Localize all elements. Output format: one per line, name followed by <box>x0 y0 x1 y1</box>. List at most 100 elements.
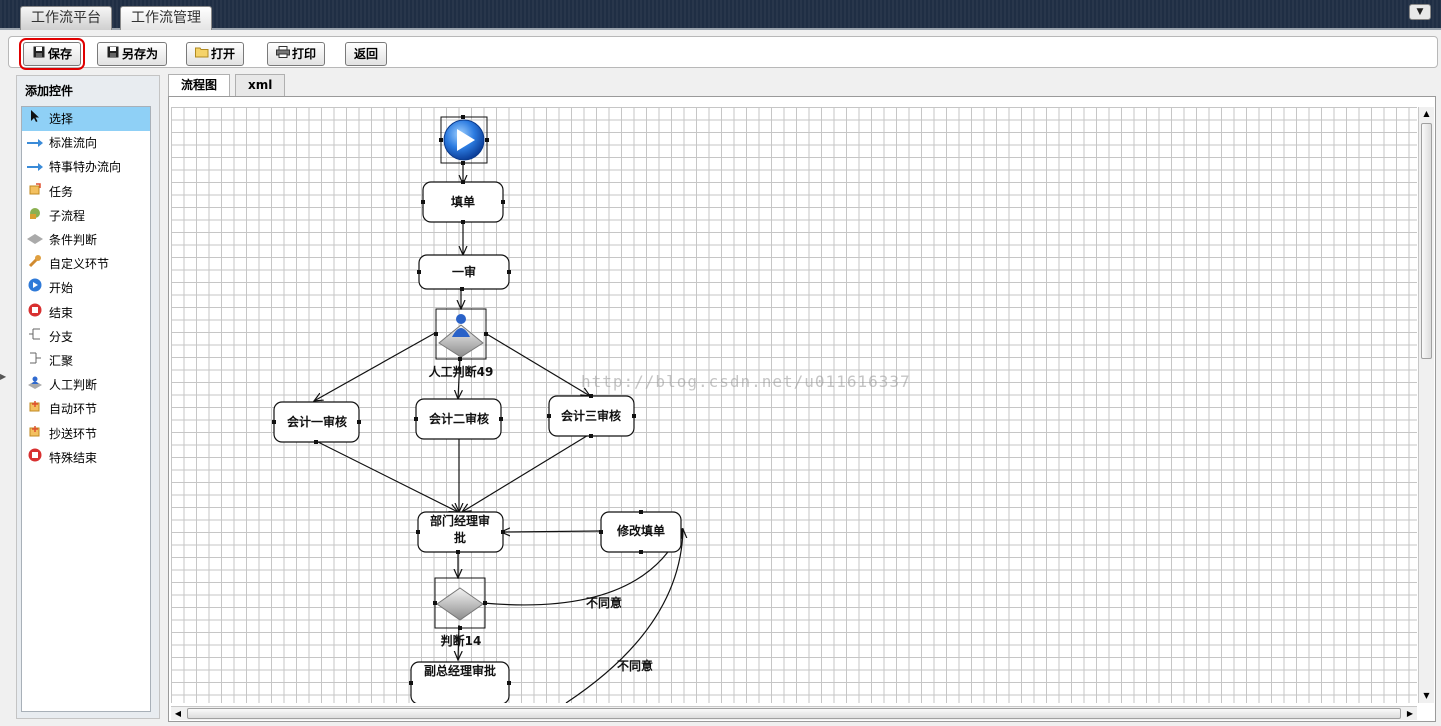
palette-item-label: 汇聚 <box>49 353 74 368</box>
horizontal-scroll-thumb[interactable] <box>187 708 1401 719</box>
palette-item-special-flow[interactable]: 特事特办流向 <box>22 155 150 179</box>
palette-item-fork[interactable]: 分支 <box>22 325 150 349</box>
subprocess-icon <box>26 204 44 228</box>
watermark: http://blog.csdn.net/u011616337 <box>581 372 911 391</box>
folder-icon <box>195 43 209 65</box>
node-label-accountant-3: 会计三审核 <box>561 408 621 423</box>
scroll-up-icon[interactable]: ▲ <box>1423 109 1430 118</box>
cursor-icon <box>26 107 44 131</box>
palette-item-cc-step[interactable]: 抄送环节 <box>22 421 150 445</box>
palette-title: 添加控件 <box>25 84 74 98</box>
palette-item-label: 自动环节 <box>49 402 98 417</box>
palette-item-label: 抄送环节 <box>49 426 98 441</box>
palette-item-label: 人工判断 <box>49 378 98 393</box>
arrow-right-icon <box>26 131 44 155</box>
palette-item-label: 特殊结束 <box>49 450 98 465</box>
cc-icon <box>26 422 44 446</box>
decision-node[interactable] <box>434 577 486 629</box>
scroll-left-icon[interactable]: ◀ <box>174 709 182 718</box>
edge-label-disagree-2: 不同意 <box>617 658 653 673</box>
task-icon <box>26 180 44 204</box>
print-label: 打印 <box>292 47 317 61</box>
palette-item-special-end[interactable]: 特殊结束 <box>22 446 150 470</box>
scroll-down-icon[interactable]: ▼ <box>1423 691 1430 700</box>
back-button[interactable]: 返回 <box>345 42 388 66</box>
floppy-disk-icon <box>106 43 120 65</box>
flow-edges <box>314 163 683 703</box>
node-label-first-review: 一审 <box>452 264 476 279</box>
save-button[interactable]: 保存 <box>18 38 86 70</box>
chevron-down-icon[interactable]: ▼ <box>1409 4 1431 20</box>
node-label-manual-decision: 人工判断49 <box>429 364 494 379</box>
play-icon <box>26 276 44 300</box>
save-as-label: 另存为 <box>122 47 159 61</box>
floppy-disk-icon <box>32 43 46 65</box>
node-handles <box>272 115 643 685</box>
node-label-decision: 判断14 <box>441 633 482 648</box>
palette-item-task[interactable]: 任务 <box>22 180 150 204</box>
vertical-scrollbar[interactable]: ▲ ▼ <box>1418 107 1434 703</box>
diamond-icon <box>26 228 44 252</box>
palette-item-condition[interactable]: 条件判断 <box>22 228 150 252</box>
flowchart-diagram: 填单 一审 人工判断49 会计一审核 会计二审核 会计三审核 部门经理审 批 修… <box>272 115 1417 703</box>
stop-icon <box>26 301 44 325</box>
palette-item-join[interactable]: 汇聚 <box>22 349 150 373</box>
palette-item-custom-step[interactable]: 自定义环节 <box>22 252 150 276</box>
node-label-accountant-2: 会计二审核 <box>429 411 489 426</box>
open-label: 打开 <box>211 47 236 61</box>
palette-item-label: 标准流向 <box>49 136 98 151</box>
palette-item-label: 自定义环节 <box>49 257 110 272</box>
start-node[interactable] <box>440 116 488 164</box>
open-button[interactable]: 打开 <box>186 42 245 66</box>
node-label-vice-manager: 副总经理审批 <box>424 663 496 678</box>
flowchart-canvas: 填单 一审 人工判断49 会计一审核 会计二审核 会计三审核 部门经理审 批 修… <box>168 96 1436 722</box>
print-button[interactable]: 打印 <box>267 42 326 66</box>
edge-label-disagree-1: 不同意 <box>586 595 622 610</box>
save-label: 保存 <box>48 47 73 61</box>
palette-item-label: 分支 <box>49 329 74 344</box>
node-label-dept-manager-2: 批 <box>454 530 466 545</box>
tab-workflow-management[interactable]: 工作流管理 <box>120 6 212 30</box>
stop-icon <box>26 446 44 470</box>
palette-item-label: 条件判断 <box>49 233 98 248</box>
arrow-right-icon <box>26 155 44 179</box>
collapse-handle-icon[interactable]: ▶ <box>0 372 7 381</box>
tab-workflow-platform[interactable]: 工作流平台 <box>20 6 112 30</box>
fork-icon <box>26 325 44 349</box>
palette-item-auto-step[interactable]: 自动环节 <box>22 397 150 421</box>
printer-icon <box>276 43 290 65</box>
node-label-accountant-1: 会计一审核 <box>287 414 347 429</box>
palette-item-manual-decision[interactable]: 人工判断 <box>22 373 150 397</box>
palette-item-select[interactable]: 选择 <box>22 107 150 132</box>
tab-xml[interactable]: xml <box>235 74 286 96</box>
palette-item-end[interactable]: 结束 <box>22 301 150 325</box>
window-tab-bar: 工作流平台 工作流管理 ▼ <box>0 0 1441 30</box>
palette-item-subprocess[interactable]: 子流程 <box>22 204 150 228</box>
palette-item-label: 子流程 <box>49 208 86 223</box>
node-label-fill-form: 填单 <box>451 194 475 209</box>
palette-item-label: 结束 <box>49 305 74 320</box>
node-label-dept-manager-1: 部门经理审 <box>430 513 490 528</box>
palette-item-label: 特事特办流向 <box>49 160 122 175</box>
scroll-right-icon[interactable]: ▶ <box>1406 709 1414 718</box>
palette-item-label: 任务 <box>49 184 74 199</box>
join-icon <box>26 349 44 373</box>
wrench-icon <box>26 252 44 276</box>
tab-flowchart[interactable]: 流程图 <box>168 74 231 96</box>
palette-item-start[interactable]: 开始 <box>22 276 150 300</box>
palette-list: 选择 标准流向 特事特办流向 任务 子流程 条件判断 <box>21 106 151 712</box>
vertical-scroll-thumb[interactable] <box>1421 123 1432 359</box>
node-label-modify-form: 修改填单 <box>616 523 665 538</box>
person-diamond-icon <box>26 373 44 397</box>
palette-item-label: 开始 <box>49 281 74 296</box>
palette-item-label: 选择 <box>49 112 74 127</box>
save-as-button[interactable]: 另存为 <box>97 42 168 66</box>
auto-icon <box>26 397 44 421</box>
toolbar: 保存 另存为 打开 打印 返回 <box>8 36 1438 70</box>
control-palette: 添加控件 选择 标准流向 特事特办流向 任务 子流程 <box>16 75 160 719</box>
back-label: 返回 <box>354 47 379 61</box>
manual-decision-node[interactable] <box>435 308 487 360</box>
horizontal-scrollbar[interactable]: ◀ ▶ <box>171 706 1417 720</box>
palette-item-standard-flow[interactable]: 标准流向 <box>22 131 150 155</box>
canvas-grid[interactable]: 填单 一审 人工判断49 会计一审核 会计二审核 会计三审核 部门经理审 批 修… <box>171 107 1417 703</box>
